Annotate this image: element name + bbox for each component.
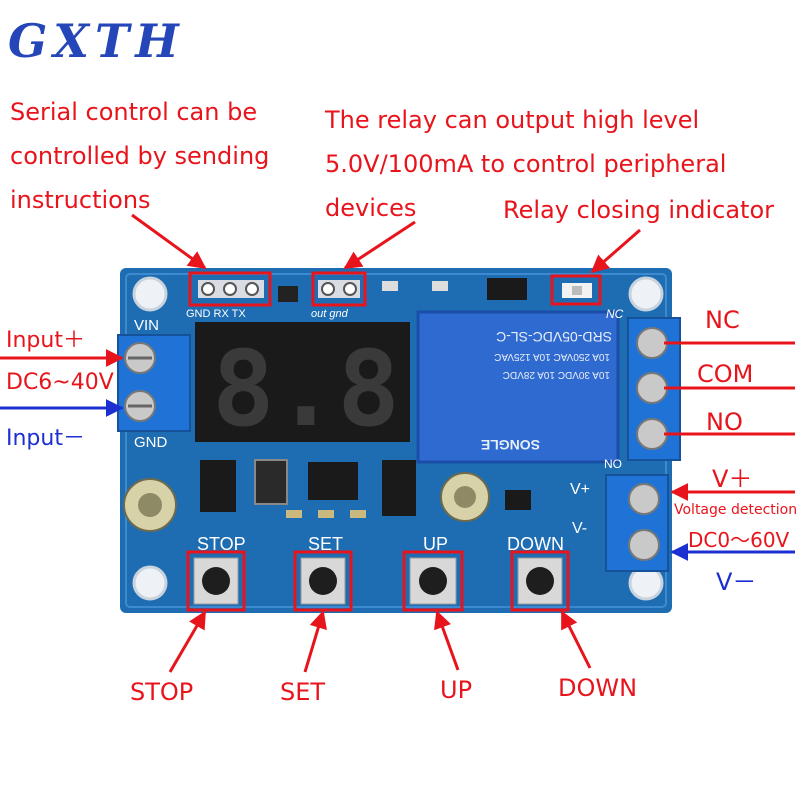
silk-nc: NC [606, 307, 624, 321]
silk-set: SET [308, 534, 343, 554]
annotation-arrows [0, 213, 795, 673]
v-plus-label: V＋ [712, 465, 753, 493]
serial-note: Serial control can be controlled by send… [10, 90, 269, 222]
capacitors [123, 472, 490, 532]
relay-output-line-2: 5.0V/100mA to control peripheral [325, 150, 727, 178]
silk-up: UP [423, 534, 448, 554]
inductor-l1 [254, 459, 288, 505]
relay-output-line-3: devices [325, 194, 417, 222]
diode-d2 [382, 460, 416, 516]
voltage-detection-label: Voltage detection [674, 502, 798, 518]
silk-gnd: GND [134, 434, 168, 451]
serial-note-line-3: instructions [10, 186, 151, 214]
relay-output-note: The relay can output high level 5.0V/100… [325, 98, 726, 230]
relay-model: SRD-05VDC-SL-C [496, 329, 612, 345]
up-button[interactable] [402, 550, 464, 612]
serial-note-line-2: controlled by sending [10, 142, 270, 170]
down-button[interactable] [510, 550, 570, 612]
down-label: DOWN [558, 674, 638, 702]
silk-down: DOWN [507, 534, 564, 554]
detect-terminal-block [605, 474, 669, 572]
silk-v-plus: V+ [570, 481, 590, 498]
input-terminal-block [117, 334, 191, 432]
silk-vin: VIN [134, 317, 159, 334]
stop-label: STOP [130, 678, 194, 706]
relay-brand: SONGLE [481, 437, 540, 453]
ic-chip [308, 462, 358, 500]
set-button[interactable] [293, 550, 353, 612]
set-label: SET [280, 678, 326, 706]
relay-rating-1: 10A 250VAC 10A 125VAC [494, 351, 610, 362]
silk-v-minus: V- [572, 520, 587, 537]
relay-output-line-1: The relay can output high level [325, 106, 700, 134]
output-header [311, 271, 367, 307]
serial-note-line-1: Serial control can be [10, 98, 258, 126]
silk-out-gnd: out gnd [311, 308, 349, 320]
silk-no: NO [604, 457, 622, 471]
no-label: NO [706, 408, 743, 436]
diode-d3 [200, 460, 236, 512]
up-label: UP [440, 676, 473, 704]
input-range-label: DC6~40V [6, 370, 114, 395]
stop-button[interactable] [186, 550, 246, 612]
nc-label: NC [705, 306, 740, 334]
serial-header [188, 271, 272, 307]
relay-indicator-note: Relay closing indicator [503, 196, 775, 224]
silk-stop: STOP [197, 534, 246, 554]
silk-gnd-rx-tx: GND RX TX [186, 308, 246, 320]
v-minus-label: V－ [716, 568, 757, 596]
com-label: COM [697, 360, 754, 388]
relay-rating-2: 10A 30VDC 10A 28VDC [503, 369, 610, 380]
input-plus-label: Input＋ [6, 328, 85, 353]
brand-logo: GXTH [8, 14, 185, 68]
input-minus-label: Input－ [6, 426, 85, 451]
diode-d1 [487, 278, 527, 300]
detect-range-label: DC0～60V [688, 528, 790, 552]
relay-indicator-led [550, 274, 602, 306]
relay: SRD-05VDC-SL-C 10A 250VAC 10A 125VAC 10A… [416, 310, 620, 464]
